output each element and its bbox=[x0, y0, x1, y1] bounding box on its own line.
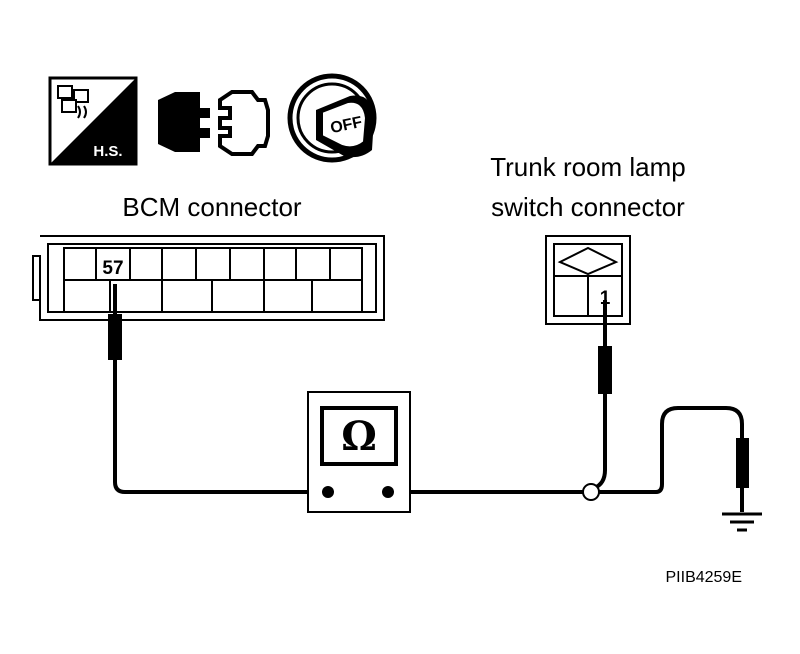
trunk-switch-connector: 1 bbox=[545, 235, 631, 325]
disconnect-connector-icon bbox=[158, 90, 270, 156]
trunk-switch-pin-label: 1 bbox=[600, 288, 611, 309]
ohmmeter-symbol: Ω bbox=[341, 413, 377, 460]
ground-probe-tip bbox=[736, 438, 749, 488]
bcm-connector-label: BCM connector bbox=[122, 192, 302, 222]
figure-reference-code: PIIB4259E bbox=[666, 569, 743, 586]
ignition-off-icon: OFF bbox=[287, 73, 377, 163]
harness-sign-text: H.S. bbox=[93, 143, 122, 160]
ground-icon bbox=[722, 512, 762, 532]
bcm-connector: 57 bbox=[32, 235, 385, 321]
bcm-probe-wire bbox=[113, 284, 330, 494]
bcm-pin-label: 57 bbox=[102, 258, 123, 279]
wire-junction bbox=[582, 483, 600, 501]
harness-sign-icon: H.S. bbox=[48, 76, 138, 166]
trunk-probe-tip bbox=[598, 346, 612, 394]
ignition-off-text: OFF bbox=[329, 114, 364, 137]
bcm-probe-tip bbox=[108, 314, 122, 360]
ohmmeter-icon: Ω bbox=[307, 391, 411, 513]
ground-wire bbox=[598, 406, 744, 512]
trunk-switch-label-line1: Trunk room lamp bbox=[490, 152, 686, 182]
trunk-switch-label-line2: switch connector bbox=[491, 192, 685, 222]
